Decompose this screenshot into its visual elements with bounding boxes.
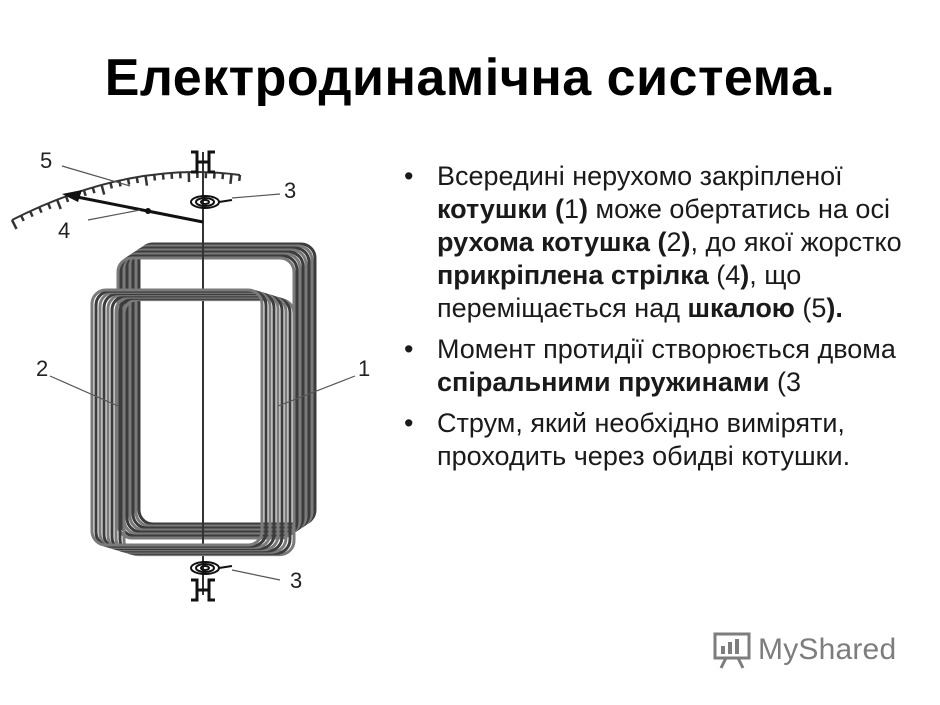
scale-tick <box>37 206 43 214</box>
scale-tick <box>28 210 34 218</box>
scale-tick <box>19 214 25 222</box>
coil-winding <box>125 250 305 534</box>
label-scale: 5 <box>40 148 52 173</box>
scale-tick <box>109 182 114 189</box>
label-pointer: 4 <box>58 218 70 243</box>
leader-lines <box>49 165 356 581</box>
scale-tick <box>46 202 52 210</box>
coil-winding <box>131 246 311 530</box>
coil-winding <box>90 288 264 547</box>
slide-title: Електродинамічна система. <box>104 49 836 107</box>
bullet-item: Струм, який необхідно виміряти, проходит… <box>400 407 920 473</box>
scale-tick <box>55 199 62 210</box>
moving-coil <box>90 288 296 557</box>
label-moving-coil: 2 <box>36 356 48 381</box>
scale-tick <box>82 189 87 197</box>
scale-tick <box>161 173 165 180</box>
bottom-spring-icon <box>190 561 233 575</box>
watermark-text: MyShared <box>758 633 897 666</box>
scale-tick <box>229 173 233 185</box>
label-fixed-coil: 1 <box>358 356 370 381</box>
coil-winding <box>137 242 317 526</box>
scale-tick <box>64 195 70 203</box>
scale-tick <box>126 178 131 185</box>
scale-tick <box>144 175 149 186</box>
watermark: MyShared <box>712 628 896 672</box>
electrodynamic-system-diagram: 5 3 4 2 1 3 <box>10 148 370 602</box>
scale-tick <box>100 184 106 195</box>
coil-winding <box>128 248 308 532</box>
bullet-item: Момент протидії створюється двома спірал… <box>400 333 920 399</box>
presentation-board-icon <box>713 632 751 669</box>
scale-tick <box>10 219 18 230</box>
bullet-list: Всередині нерухомо закріпленої котушки (… <box>400 160 920 481</box>
pointer-arrow <box>62 190 204 224</box>
scale-tick <box>237 174 242 182</box>
bottom-bearing-icon <box>191 578 215 602</box>
label-spring-top: 3 <box>284 178 296 203</box>
scale-tick <box>91 187 96 194</box>
scale-tick <box>152 174 157 181</box>
bullet-item: Всередині нерухомо закріпленої котушки (… <box>400 160 920 325</box>
label-spring-bottom: 3 <box>290 568 302 593</box>
top-spring-icon <box>190 195 233 209</box>
coil-winding <box>134 244 314 528</box>
top-bearing-icon <box>191 150 215 174</box>
scale-tick <box>135 176 140 184</box>
